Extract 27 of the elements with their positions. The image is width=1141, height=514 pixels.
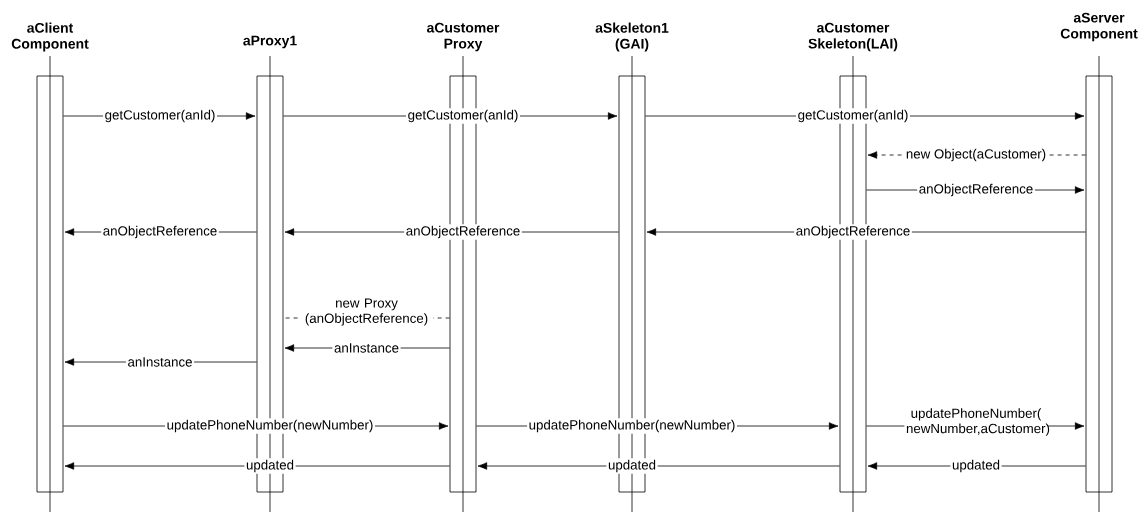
message-arrow	[477, 462, 840, 470]
edge-label: anObjectReference	[794, 224, 912, 240]
node-label: aCustomer Skeleton(LAI)	[808, 22, 898, 52]
edge-label: anObjectReference	[404, 224, 522, 240]
edge-label: updatePhoneNumber(newNumber)	[527, 418, 737, 434]
message-arrow	[64, 462, 450, 470]
edge-label: anObjectReference	[917, 182, 1035, 198]
lifeline: aClient Component	[11, 22, 89, 513]
edge-label: new Object(aCustomer)	[904, 147, 1048, 163]
node-label: aClient Component	[11, 22, 89, 52]
node-label: aSkeleton1 (GAI)	[595, 22, 669, 52]
edge-label: anObjectReference	[101, 224, 219, 240]
edge-label: getCustomer(anId)	[406, 108, 520, 124]
node-label: aProxy1	[243, 35, 297, 49]
edge-label: updatePhoneNumber(newNumber)	[165, 418, 375, 434]
edge-label: getCustomer(anId)	[796, 108, 910, 124]
node-label: aCustomer Proxy	[427, 22, 500, 52]
edge-label: anInstance	[125, 355, 195, 369]
lifeline: aServer Component	[1060, 12, 1138, 513]
edge-label: new Proxy (anObjectReference)	[299, 296, 434, 328]
node-label: aServer Component	[1060, 12, 1138, 42]
edge-label: updatePhoneNumber( newNumber,aCustomer)	[904, 406, 1050, 438]
edge-label: getCustomer(anId)	[103, 108, 217, 124]
edge-label: updated	[244, 458, 296, 474]
edge-label: updated	[606, 458, 658, 474]
edge-label: updated	[950, 458, 1002, 474]
edge-label: anInstance	[332, 341, 401, 355]
